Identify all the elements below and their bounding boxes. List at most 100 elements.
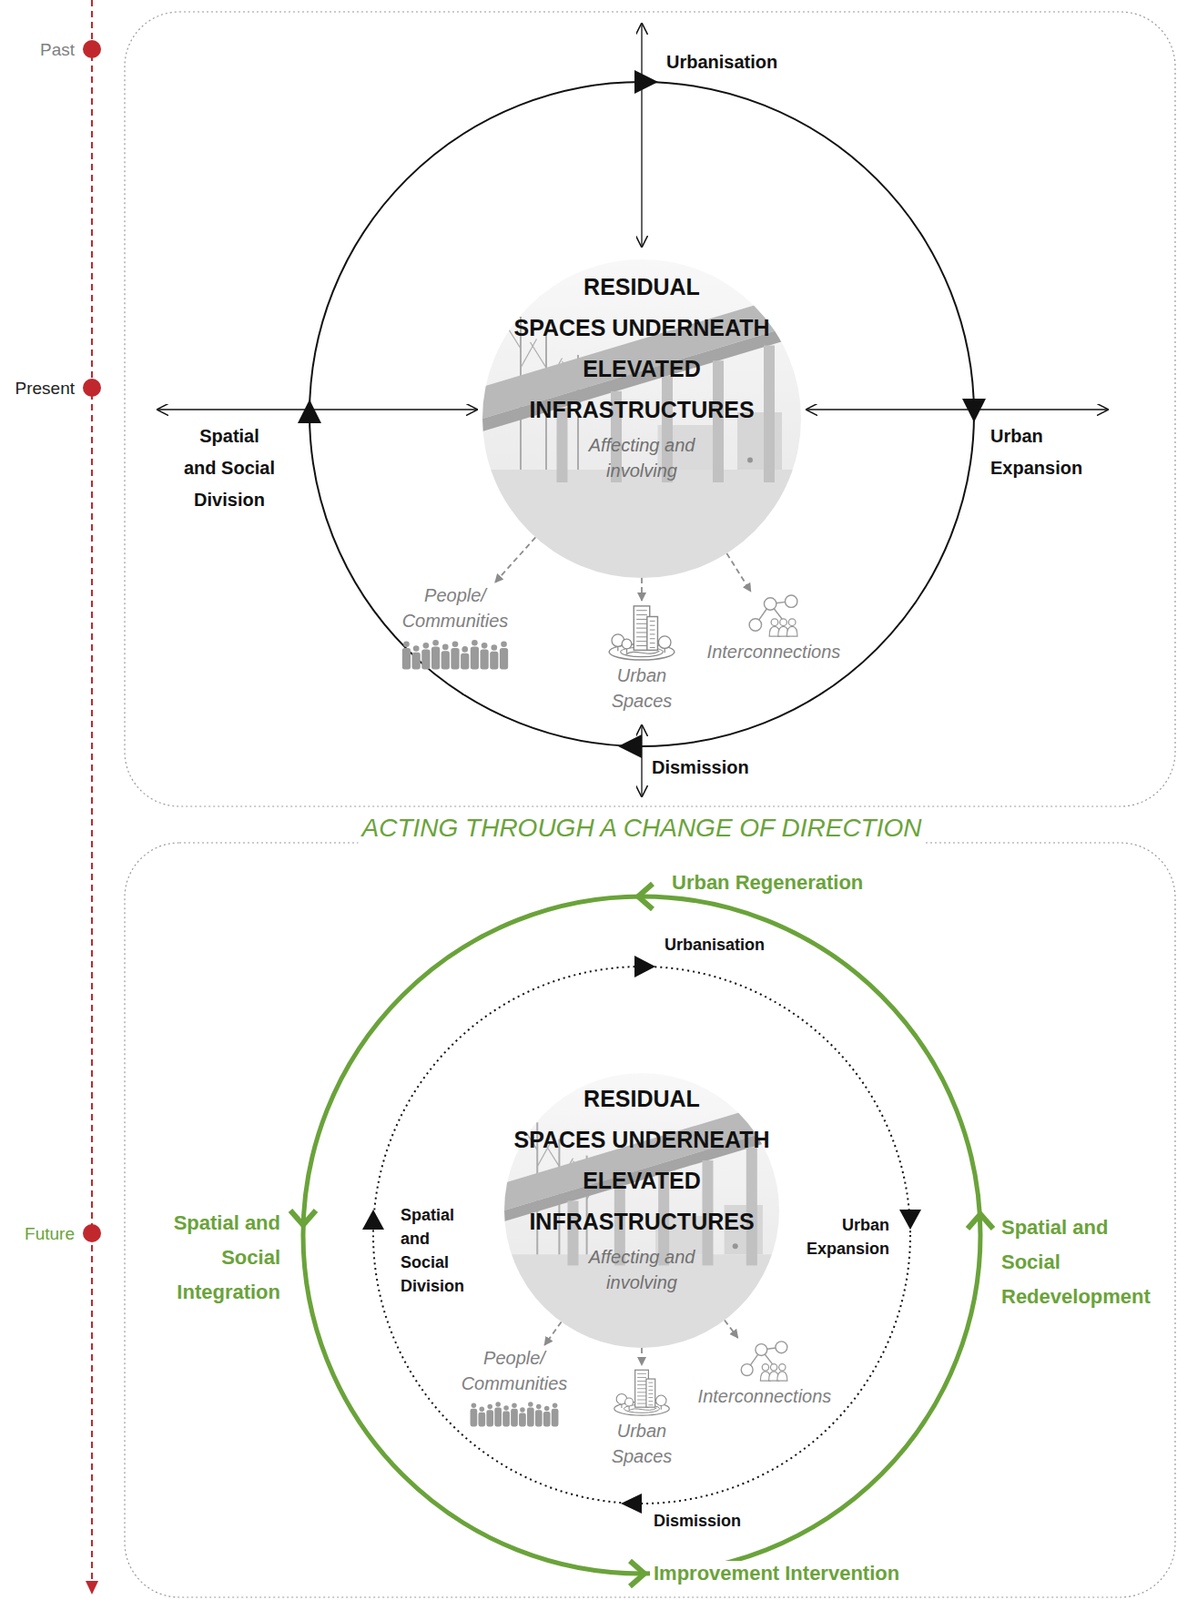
satellite-label: Urban Spaces bbox=[611, 662, 673, 714]
double-arrow bbox=[156, 408, 478, 410]
plaza-path bbox=[626, 650, 660, 655]
text-line: Urban bbox=[611, 662, 673, 689]
green-chevron bbox=[638, 883, 653, 910]
photo-pillar bbox=[763, 345, 775, 484]
person-head bbox=[544, 1406, 550, 1412]
photo-ground bbox=[482, 469, 802, 579]
building bbox=[647, 617, 659, 651]
text-line: RESIDUAL bbox=[513, 1078, 770, 1120]
text-line: SPACES UNDERNEATH bbox=[513, 1119, 770, 1161]
text-line: Spaces bbox=[611, 688, 673, 714]
text-wrapper: RESIDUAL SPACES UNDERNEATH ELEVATED INFR… bbox=[482, 259, 802, 484]
building-window bbox=[637, 1388, 647, 1390]
building-window bbox=[636, 636, 648, 638]
building-window bbox=[649, 642, 656, 644]
building-window bbox=[636, 640, 648, 642]
central-photo-circle: RESIDUAL SPACES UNDERNEATH ELEVATED INFR… bbox=[482, 259, 802, 579]
person-body bbox=[489, 651, 498, 670]
building-window bbox=[637, 1373, 647, 1375]
person-shoulders bbox=[786, 626, 798, 637]
text-line: ELEVATED bbox=[513, 1160, 770, 1202]
photo-deck bbox=[504, 1100, 780, 1211]
network-node bbox=[755, 1344, 768, 1357]
timeline-line bbox=[91, 0, 93, 1583]
person-body bbox=[499, 648, 508, 670]
direction-triangle bbox=[899, 1209, 922, 1230]
network-node bbox=[784, 595, 797, 608]
person-head bbox=[503, 1405, 509, 1411]
process-label: Urban Expansion bbox=[789, 1213, 890, 1261]
network-node bbox=[740, 1364, 753, 1377]
central-title: RESIDUAL SPACES UNDERNEATH ELEVATED INFR… bbox=[513, 1078, 770, 1243]
building-window bbox=[648, 1382, 653, 1384]
photo-person bbox=[747, 457, 753, 464]
network-node bbox=[763, 598, 776, 610]
person-body bbox=[510, 1409, 518, 1428]
direction-triangle bbox=[618, 734, 642, 759]
direction-triangle bbox=[634, 955, 656, 978]
photo-content bbox=[482, 259, 802, 579]
satellite-label: People/Communities bbox=[378, 582, 532, 634]
regeneration-circle bbox=[303, 896, 981, 1574]
person-body bbox=[535, 1410, 543, 1427]
satellite-label: Interconnections bbox=[707, 639, 842, 665]
central-subtitle: Affecting and involving bbox=[588, 432, 696, 484]
dashed-connector bbox=[544, 1321, 561, 1346]
person-head bbox=[423, 642, 430, 650]
person-body bbox=[412, 652, 421, 670]
text-line: Division bbox=[174, 484, 285, 517]
timeline-dot bbox=[82, 40, 102, 59]
person-head bbox=[536, 1404, 542, 1411]
double-arrow bbox=[640, 22, 642, 248]
person-body bbox=[502, 1410, 510, 1427]
person-body bbox=[470, 646, 479, 670]
photo-tree bbox=[520, 339, 538, 369]
building-window bbox=[637, 1380, 647, 1382]
person-head bbox=[452, 640, 459, 648]
photo-ground bbox=[504, 1254, 780, 1349]
person-body bbox=[480, 649, 489, 670]
people-icon bbox=[400, 635, 510, 670]
person-head bbox=[527, 1401, 534, 1408]
satellite-label: People/Communities bbox=[446, 1345, 582, 1397]
person-head bbox=[413, 645, 420, 652]
people-icon bbox=[468, 1398, 560, 1428]
plaza-path bbox=[628, 1408, 657, 1411]
direction-triangle bbox=[634, 70, 659, 94]
person-head bbox=[780, 618, 788, 627]
person-head bbox=[788, 618, 796, 627]
person-head bbox=[761, 1364, 769, 1371]
text-line: Spatial bbox=[174, 420, 285, 453]
urban-spaces-node: Urban Spaces bbox=[600, 600, 683, 714]
text-line: SPACES UNDERNEATH bbox=[513, 307, 770, 349]
double-arrow bbox=[805, 408, 1109, 410]
person-head bbox=[552, 1403, 559, 1410]
text-line: and bbox=[400, 1227, 483, 1251]
tree-crown bbox=[656, 1395, 667, 1406]
regeneration-label: Spatial and Social Redevelopment bbox=[1001, 1210, 1166, 1315]
building-window bbox=[636, 645, 648, 647]
process-label: Dismission bbox=[651, 755, 750, 780]
person-head bbox=[770, 1364, 777, 1371]
text-wrapper: RESIDUAL SPACES UNDERNEATH ELEVATED INFR… bbox=[504, 1073, 780, 1296]
person-head bbox=[487, 1404, 493, 1411]
photo-sky bbox=[504, 1073, 780, 1349]
net-icon bbox=[739, 1339, 791, 1382]
person-body bbox=[551, 1409, 559, 1428]
building-window bbox=[636, 631, 648, 633]
dashed-connector bbox=[724, 1320, 739, 1339]
person-head bbox=[491, 644, 498, 651]
text-line: Expansion bbox=[789, 1237, 890, 1261]
network-node bbox=[749, 618, 761, 631]
person-head bbox=[442, 644, 449, 651]
text-line: INFRASTRUCTURES bbox=[513, 1201, 770, 1243]
building-window bbox=[649, 647, 656, 649]
photo-pillar bbox=[746, 1147, 758, 1267]
building-window bbox=[637, 1395, 647, 1397]
person-body bbox=[402, 648, 411, 670]
interconnections-node: Interconnections bbox=[700, 591, 847, 665]
central-subtitle: Affecting and involving bbox=[588, 1244, 696, 1296]
